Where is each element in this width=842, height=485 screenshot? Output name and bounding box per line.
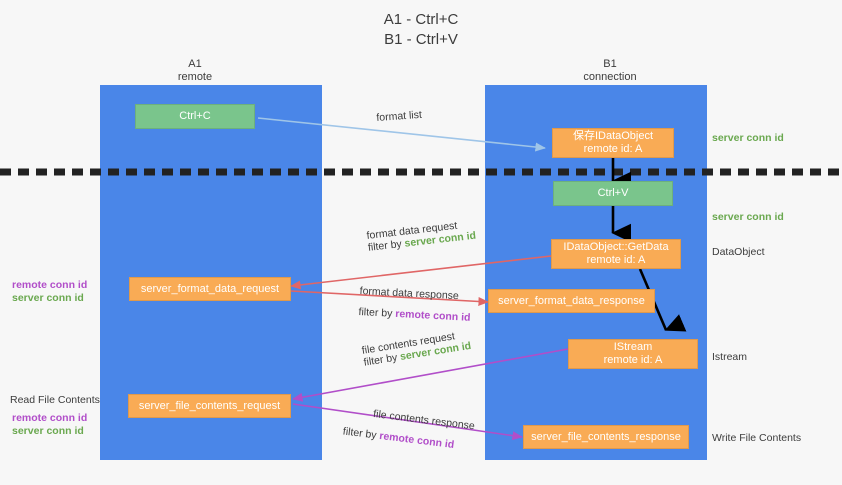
node-istream-line1: IStream xyxy=(613,341,653,353)
annotation-left-remote-conn-id-1: remote conn id xyxy=(12,279,88,291)
annotation-right-dataobject: DataObject xyxy=(712,246,765,258)
node-save-dataobject[interactable]: 保存IDataObject remote id: A xyxy=(552,128,674,158)
lane-header-a1: A1 remote xyxy=(130,58,260,84)
arrow-file-contents-request xyxy=(292,348,569,402)
annotation-left-read-file-contents: Read File Contents xyxy=(10,394,100,406)
arrow-format-data-response xyxy=(290,290,489,306)
node-server-format-data-request-label: server_format_data_request xyxy=(140,282,280,295)
arrow-format-data-request xyxy=(290,255,552,290)
node-getdata[interactable]: IDataObject::GetData remote id: A xyxy=(551,239,681,269)
node-ctrl-c-label: Ctrl+C xyxy=(179,110,211,122)
node-getdata-line1: IDataObject::GetData xyxy=(563,241,669,253)
node-server-file-contents-response[interactable]: server_file_contents_response xyxy=(523,425,689,449)
edge-label-format-data-response: format data response filter by remote co… xyxy=(358,285,472,324)
arrow-format-list xyxy=(257,117,546,152)
arrow-file-contents-response xyxy=(292,403,523,441)
lane-b1-sub: connection xyxy=(583,71,637,83)
node-ctrl-v-label: Ctrl+V xyxy=(597,187,629,199)
title-line-2: B1 - Ctrl+V xyxy=(384,31,458,48)
annotation-left-remote-conn-id-2: remote conn id xyxy=(12,412,88,424)
node-ctrl-v[interactable]: Ctrl+V xyxy=(553,181,673,206)
node-server-file-contents-response-label: server_file_contents_response xyxy=(531,430,681,443)
node-server-file-contents-request-label: server_file_contents_request xyxy=(138,399,281,412)
node-save-dataobject-line2: remote id: A xyxy=(583,143,643,155)
node-istream-line2: remote id: A xyxy=(603,354,663,366)
annotation-left-conn-ids-1: remote conn id server conn id xyxy=(12,279,87,305)
annotation-right-server-conn-id-2: server conn id xyxy=(712,211,784,223)
node-save-dataobject-line1: 保存IDataObject xyxy=(572,130,654,142)
diagram-title: A1 - Ctrl+C B1 - Ctrl+V xyxy=(0,10,842,50)
node-server-format-data-request[interactable]: server_format_data_request xyxy=(129,277,291,301)
annotation-left-server-conn-id-2: server conn id xyxy=(12,425,84,437)
lane-header-b1: B1 connection xyxy=(545,58,675,84)
node-getdata-line2: remote id: A xyxy=(586,254,646,266)
lane-a1-name: A1 xyxy=(188,58,202,70)
node-server-format-data-response-label: server_format_data_response xyxy=(498,294,645,307)
node-server-file-contents-request[interactable]: server_file_contents_request xyxy=(128,394,291,418)
lane-a1-sub: remote xyxy=(177,71,213,83)
filter-by-prefix: filter by xyxy=(358,305,396,320)
annotation-right-istream: Istream xyxy=(712,351,748,363)
title-line-1: A1 - Ctrl+C xyxy=(383,11,459,28)
annotation-left-server-conn-id-1: server conn id xyxy=(12,292,84,304)
node-server-format-data-response[interactable]: server_format_data_response xyxy=(488,289,655,313)
annotation-right-write-file-contents: Write File Contents xyxy=(712,432,802,444)
lane-b1-name: B1 xyxy=(603,58,617,70)
annotation-left-conn-ids-2: remote conn id server conn id xyxy=(12,412,87,438)
annotation-right-server-conn-id-1: server conn id xyxy=(712,132,784,144)
node-istream[interactable]: IStream remote id: A xyxy=(568,339,698,369)
node-ctrl-c[interactable]: Ctrl+C xyxy=(135,104,255,129)
